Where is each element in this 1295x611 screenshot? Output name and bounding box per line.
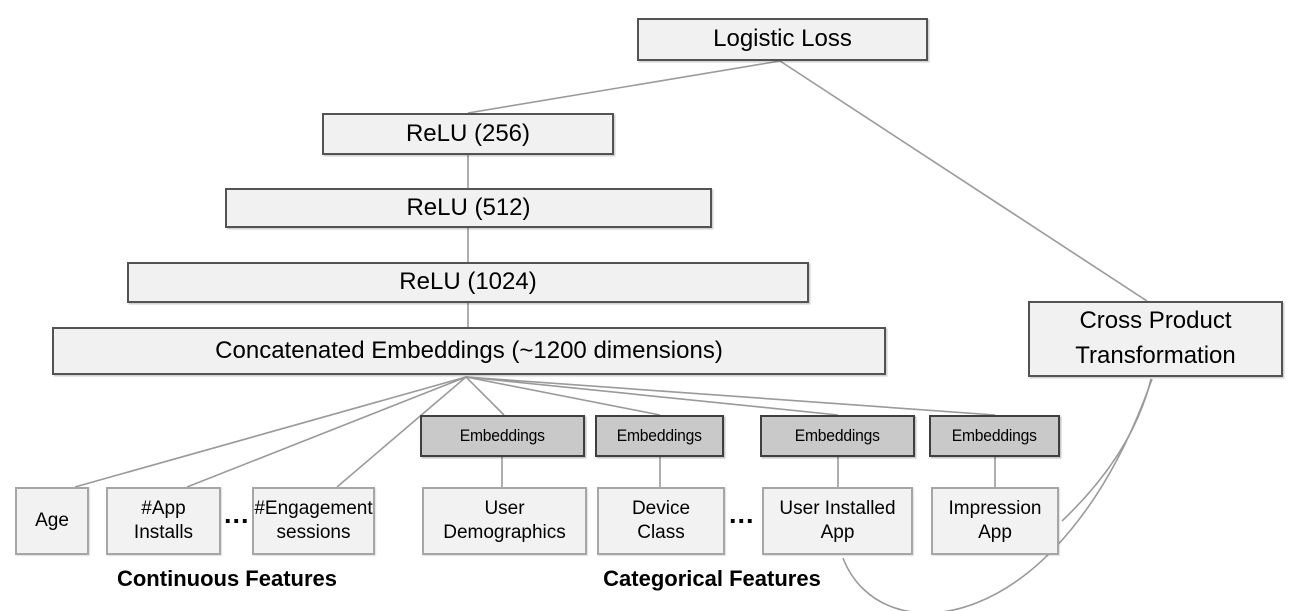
- node-relu-512: ReLU (512): [225, 188, 712, 228]
- edge-user-installed-app-to-cross-product: [842, 378, 1153, 611]
- node-engagement-sessions-label: #Engagement sessions: [254, 498, 373, 543]
- node-concatenated-embeddings-label: Concatenated Embeddings (~1200 dimension…: [215, 336, 723, 364]
- continuous-ellipsis: ...: [224, 499, 250, 529]
- node-age: Age: [15, 487, 89, 555]
- edge-concat-embedding3: [465, 376, 839, 416]
- edge-concat-embedding1: [465, 376, 505, 416]
- node-embeddings-impression-app: Embeddings: [929, 415, 1060, 457]
- node-relu-256-label: ReLU (256): [405, 119, 531, 147]
- categorical-ellipsis: ...: [729, 499, 755, 529]
- edge-loss-to-relu256: [467, 60, 781, 114]
- node-relu-256: ReLU (256): [322, 113, 614, 155]
- node-impression-app: Impression App: [931, 487, 1059, 555]
- node-embeddings-label: Embeddings: [616, 426, 703, 445]
- node-embeddings-label: Embeddings: [459, 426, 546, 445]
- node-relu-1024: ReLU (1024): [127, 262, 809, 303]
- node-app-installs: #App Installs: [106, 487, 221, 555]
- node-relu-1024-label: ReLU (1024): [399, 268, 537, 296]
- edge-impression-app-to-cross-product: [1061, 378, 1152, 522]
- node-embeddings-user-installed-app: Embeddings: [760, 415, 915, 457]
- node-age-label: Age: [35, 510, 69, 532]
- node-concatenated-embeddings: Concatenated Embeddings (~1200 dimension…: [52, 327, 886, 375]
- edge-concat-age: [74, 376, 467, 488]
- node-embeddings-device-class: Embeddings: [595, 415, 724, 457]
- node-device-class-label: Device Class: [631, 498, 691, 543]
- edge-concat-engagement: [336, 376, 467, 488]
- node-logistic-loss: Logistic Loss: [637, 18, 928, 61]
- node-embeddings-user-demographics: Embeddings: [420, 415, 585, 457]
- node-user-demographics: User Demographics: [422, 487, 587, 555]
- node-logistic-loss-label: Logistic Loss: [713, 25, 852, 53]
- node-embeddings-label: Embeddings: [794, 426, 881, 445]
- edge-concat-embedding4: [465, 376, 996, 416]
- node-user-installed-app-label: User Installed App: [779, 498, 896, 543]
- edge-concat-embedding2: [465, 376, 661, 416]
- node-user-installed-app: User Installed App: [762, 487, 913, 555]
- node-impression-app-label: Impression App: [948, 498, 1042, 543]
- node-cross-product-transformation: Cross Product Transformation: [1028, 301, 1283, 377]
- node-embeddings-label: Embeddings: [951, 426, 1038, 445]
- node-cross-product-transformation-label: Cross Product Transformation: [1075, 307, 1236, 369]
- node-engagement-sessions: #Engagement sessions: [252, 487, 375, 555]
- node-device-class: Device Class: [597, 487, 725, 555]
- edge-concat-app-installs: [186, 376, 467, 488]
- categorical-features-label: Categorical Features: [603, 566, 821, 591]
- node-user-demographics-label: User Demographics: [443, 498, 566, 543]
- node-app-installs-label: #App Installs: [133, 498, 194, 543]
- node-relu-512-label: ReLU (512): [406, 193, 531, 221]
- continuous-features-label: Continuous Features: [116, 566, 337, 591]
- edge-loss-to-cross-product: [779, 60, 1148, 302]
